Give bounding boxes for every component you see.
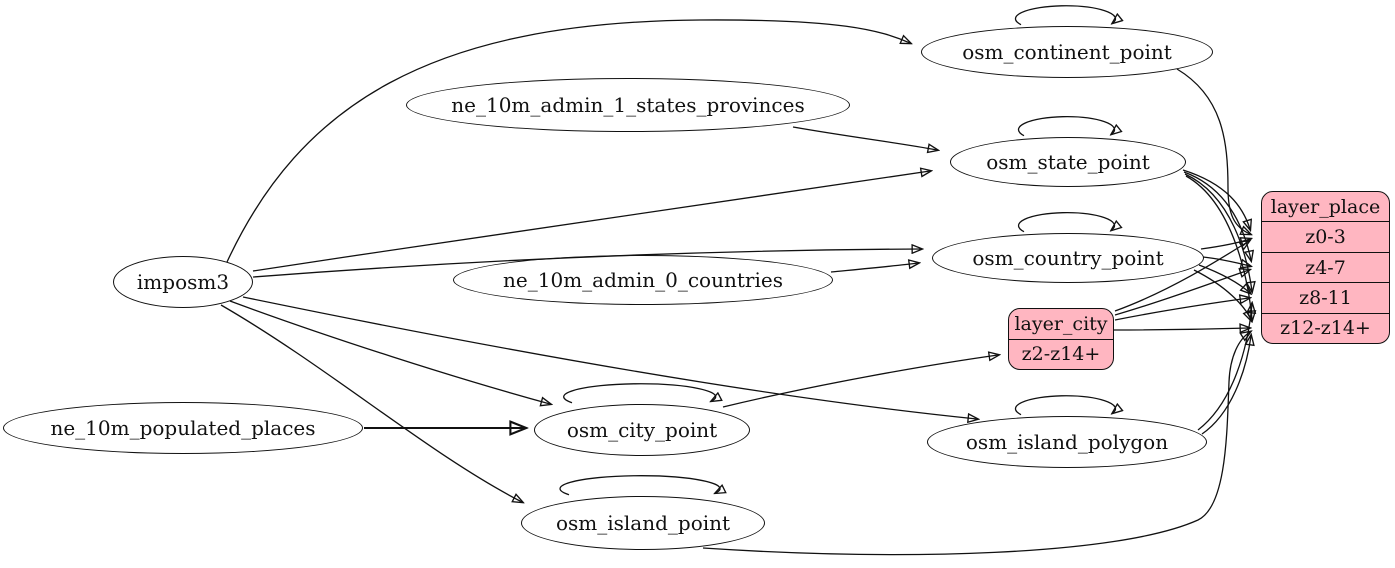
node-imposm3: imposm3 (113, 256, 253, 308)
edge-osm_state_point-layer_place-z12-z14 (1185, 175, 1252, 320)
node-label: osm_city_point (566, 418, 718, 442)
node-label: ne_10m_admin_0_countries (503, 268, 783, 292)
edge-osm_state_point-layer_place-z0-3 (1182, 169, 1250, 229)
edge-osm_state_point-layer_place-z8-11 (1184, 173, 1252, 291)
node-osm_continent_point: osm_continent_point (921, 26, 1213, 78)
edge-osm_continent_point-layer_place-z0-3 (1176, 68, 1250, 234)
node-ne_10m_admin_0_countries: ne_10m_admin_0_countries (453, 255, 833, 305)
record-row-z8-11: z8-11 (1262, 282, 1389, 312)
record-layer_city: layer_city z2-z14+ (1008, 308, 1114, 370)
edge-osm_island_polygon-layer_place-z8-11 (1197, 304, 1252, 431)
node-ne_10m_admin_1_states_provinces: ne_10m_admin_1_states_provinces (406, 78, 850, 132)
node-label: osm_continent_point (962, 40, 1172, 64)
node-label: imposm3 (136, 270, 230, 294)
node-label: osm_country_point (972, 246, 1164, 270)
self-loop-osm_continent_point (1014, 5, 1115, 26)
self-loop-osm_city_point (563, 383, 716, 404)
node-osm_island_polygon: osm_island_polygon (927, 416, 1207, 468)
record-layer_place: layer_place z0-3 z4-7 z8-11 z12-z14+ (1261, 191, 1390, 344)
node-label: ne_10m_admin_1_states_provinces (451, 93, 805, 117)
edge-osm_country_point-layer_place-z0-3 (1200, 239, 1250, 250)
edge-ne_10m_admin_0_countries-osm_country_point (830, 263, 918, 273)
self-loop-osm_island_point (559, 475, 720, 496)
record-title: layer_city (1014, 312, 1108, 335)
record-row-z4-7: z4-7 (1262, 251, 1389, 282)
node-osm_city_point: osm_city_point (534, 404, 750, 456)
edge-imposm3-osm_island_polygon (242, 296, 977, 419)
edge-imposm3-osm_continent_point (226, 19, 910, 263)
node-osm_state_point: osm_state_point (950, 137, 1186, 187)
node-osm_island_point: osm_island_point (521, 496, 765, 550)
edge-layer_city-layer_place-z12-z14 (1113, 328, 1249, 330)
node-label: osm_state_point (986, 150, 1150, 174)
edge-osm_city_point-layer_city-z2-z14 (722, 355, 998, 408)
edge-osm_state_point-layer_place-z4-7 (1183, 171, 1251, 260)
record-row-z2-z14: z2-z14+ (1009, 338, 1113, 370)
node-ne_10m_populated_places: ne_10m_populated_places (3, 402, 363, 454)
record-title: layer_place (1270, 195, 1381, 218)
edge-osm_country_point-layer_place-z4-7 (1202, 256, 1250, 266)
node-label: osm_island_polygon (965, 430, 1169, 454)
record-row-z12-z14: z12-z14+ (1262, 312, 1389, 343)
edge-imposm3-osm_city_point (229, 300, 550, 404)
edge-ne_10m_admin_1_states_provinces-osm_state_point (792, 126, 937, 150)
edge-osm_country_point-layer_place-z12-z14 (1193, 269, 1251, 320)
node-label: osm_island_point (555, 511, 731, 535)
node-label: ne_10m_populated_places (50, 416, 316, 440)
node-osm_country_point: osm_country_point (932, 233, 1204, 283)
record-row-z0-3: z0-3 (1262, 221, 1389, 251)
self-loop-osm_island_polygon (1014, 395, 1115, 416)
edge-imposm3-osm_island_point (220, 304, 522, 502)
self-loop-osm_state_point (1017, 116, 1115, 137)
self-loop-osm_country_point (1017, 212, 1115, 233)
edge-layer_city-layer_place-z8-11 (1114, 298, 1249, 321)
edge-osm_island_polygon-layer_place-z12-z14 (1201, 336, 1251, 435)
edge-osm_country_point-layer_place-z8-11 (1198, 264, 1250, 293)
